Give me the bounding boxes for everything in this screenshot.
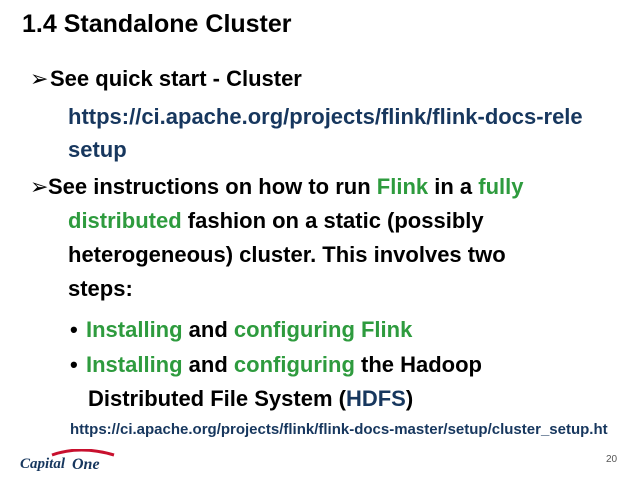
arrow-bullet-icon: ➢ bbox=[30, 66, 49, 91]
bullet-instructions: ➢See instructions on how to run Flink in… bbox=[30, 172, 524, 202]
slide-title: 1.4 Standalone Cluster bbox=[22, 10, 292, 38]
distributed-term: distributed bbox=[68, 208, 182, 233]
cluster-setup-link[interactable]: https://ci.apache.org/projects/flink/fli… bbox=[70, 421, 608, 438]
dot-bullet-icon: • bbox=[70, 317, 78, 342]
svg-text:One: One bbox=[72, 456, 100, 473]
instructions-line4: steps: bbox=[68, 276, 133, 301]
dot-bullet-icon: • bbox=[70, 352, 78, 377]
arrow-bullet-icon: ➢ bbox=[30, 174, 49, 199]
hdfs-line2: Distributed File System (HDFS) bbox=[88, 386, 414, 411]
instructions-line3: heterogeneous) cluster. This involves tw… bbox=[68, 242, 506, 267]
instructions-line2: distributed fashion on a static (possibl… bbox=[68, 208, 484, 233]
svg-text:Capital: Capital bbox=[20, 456, 66, 472]
quick-start-link-line1[interactable]: https://ci.apache.org/projects/flink/fli… bbox=[68, 104, 583, 129]
quick-start-text: See quick start - Cluster bbox=[50, 66, 302, 91]
quick-start-link-line2[interactable]: setup bbox=[68, 137, 127, 162]
fully-term: fully bbox=[478, 174, 524, 199]
sub-bullet-install-flink: •Installing and configuring Flink bbox=[70, 315, 412, 345]
bullet-quick-start: ➢See quick start - Cluster bbox=[30, 64, 302, 94]
sub-bullet-install-hdfs: •Installing and configuring the Hadoop bbox=[70, 350, 482, 380]
capital-one-logo: Capital One bbox=[18, 448, 118, 473]
page-number: 20 bbox=[606, 454, 618, 465]
flink-term: Flink bbox=[376, 174, 429, 199]
capital-one-logo-graphic: Capital One bbox=[20, 448, 115, 473]
hdfs-term: HDFS bbox=[345, 386, 406, 411]
